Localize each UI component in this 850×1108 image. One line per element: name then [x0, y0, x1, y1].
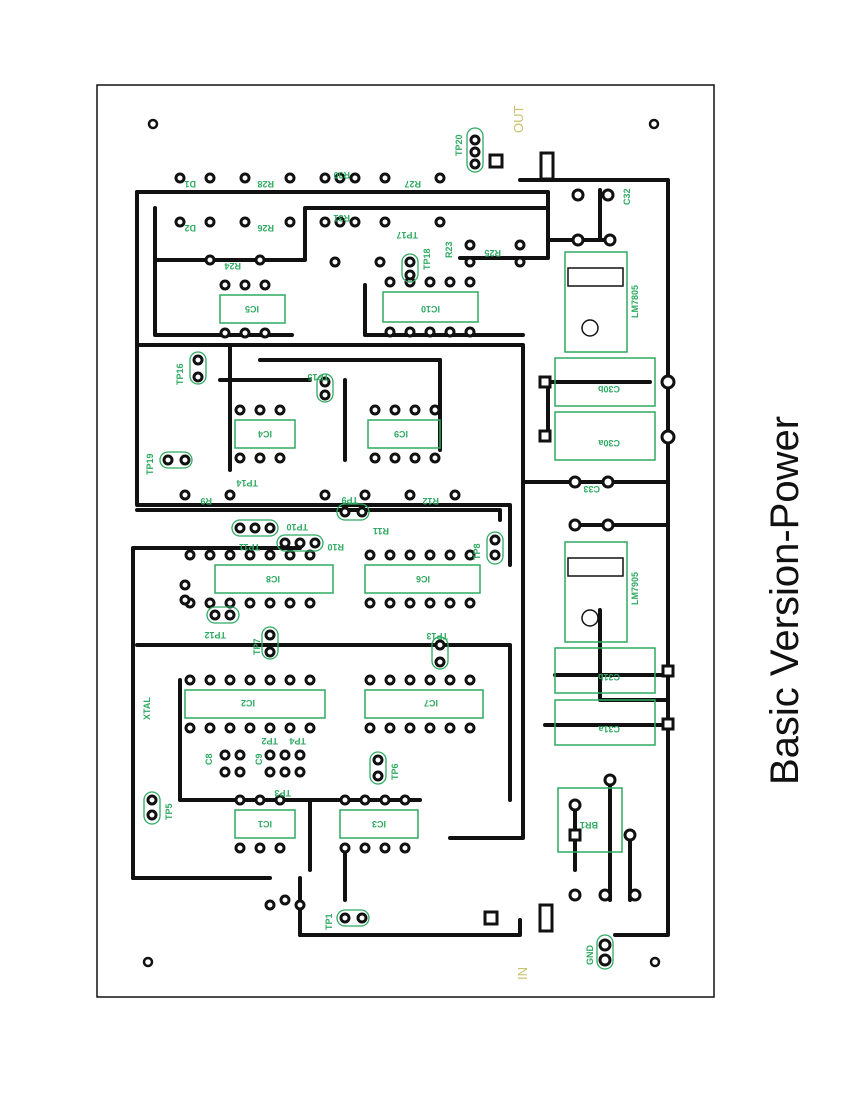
label-c9: C9 [254, 753, 264, 765]
label-c33: C33 [583, 484, 600, 494]
label-ic6: IC6 [416, 574, 430, 584]
label-r28: R28 [257, 179, 274, 189]
label-c8: C8 [204, 753, 214, 765]
label-r24: R24 [224, 261, 241, 271]
label-tp9: TP9 [341, 495, 358, 505]
component-pads [146, 134, 676, 967]
label-tp3: TP3 [274, 788, 291, 798]
label-r31: R31 [333, 213, 350, 223]
label-tp12: TP12 [204, 630, 226, 640]
label-ic5: IC5 [245, 304, 259, 314]
label-tp5: TP5 [164, 803, 174, 820]
label-tp6: TP6 [390, 763, 400, 780]
label-ic10: IC10 [421, 304, 440, 314]
label-in: IN [515, 967, 530, 980]
label-tp8: TP8 [472, 543, 482, 560]
label-tp11: TP11 [239, 542, 260, 552]
label-tp16: TP16 [175, 363, 185, 385]
label-br1: BR1 [580, 820, 598, 830]
label-tp14: TP14 [236, 478, 258, 488]
square-pads [483, 151, 675, 933]
label-c31b: C31b [597, 672, 620, 682]
component-labels: IC2 IC7 IC8 IC6 IC4 IC9 IC5 IC10 IC1 IC3… [142, 134, 640, 965]
board-outline [96, 84, 715, 998]
label-r30: R30 [333, 170, 350, 180]
label-tp10: TP10 [286, 522, 308, 532]
label-r23: R23 [444, 241, 454, 258]
label-tp4: TP4 [289, 736, 306, 746]
testpoint-outlines [143, 127, 614, 970]
label-tp2: TP2 [261, 736, 278, 746]
label-r11: R11 [373, 526, 389, 536]
label-ic1: IC1 [258, 819, 272, 829]
label-tp19: TP19 [145, 453, 155, 475]
label-c30b: C30b [597, 384, 620, 394]
label-tp20: TP20 [454, 134, 464, 156]
label-c31a: C31a [597, 724, 620, 734]
label-lm7805: LM7805 [630, 285, 640, 318]
label-out: OUT [511, 106, 526, 134]
label-xtal: XTAL [142, 697, 152, 720]
regulator-bodies [567, 267, 624, 627]
label-c30a: C30a [597, 438, 620, 448]
page-title: Basic Version-Power [763, 416, 807, 785]
label-ic9: IC9 [394, 429, 408, 439]
label-d1: D1 [184, 179, 196, 189]
label-lm7905: LM7905 [630, 572, 640, 605]
label-r9: R9 [200, 496, 212, 506]
label-r27: R27 [404, 179, 421, 189]
label-tp7: TP7 [252, 638, 262, 655]
label-d2: D2 [184, 223, 196, 233]
label-gnd: GND [585, 945, 595, 966]
label-c32: C32 [622, 188, 632, 205]
label-r10: R10 [327, 542, 344, 552]
label-tp15: TP15 [307, 372, 329, 382]
label-tp1: TP1 [324, 913, 334, 930]
label-tp13: TP13 [426, 631, 448, 641]
ic-outlines [184, 251, 656, 853]
label-ic3: IC3 [372, 819, 386, 829]
label-r26: R26 [257, 223, 274, 233]
label-tp17: TP17 [396, 230, 418, 240]
label-ic8: IC8 [266, 574, 280, 584]
label-ic7: IC7 [424, 698, 438, 708]
mounting-holes [142, 118, 661, 968]
label-ic2: IC2 [241, 698, 255, 708]
label-ic4: IC4 [258, 429, 272, 439]
label-r25: R25 [484, 248, 501, 258]
label-tp18: TP18 [422, 248, 432, 270]
label-r12: R12 [422, 496, 439, 506]
